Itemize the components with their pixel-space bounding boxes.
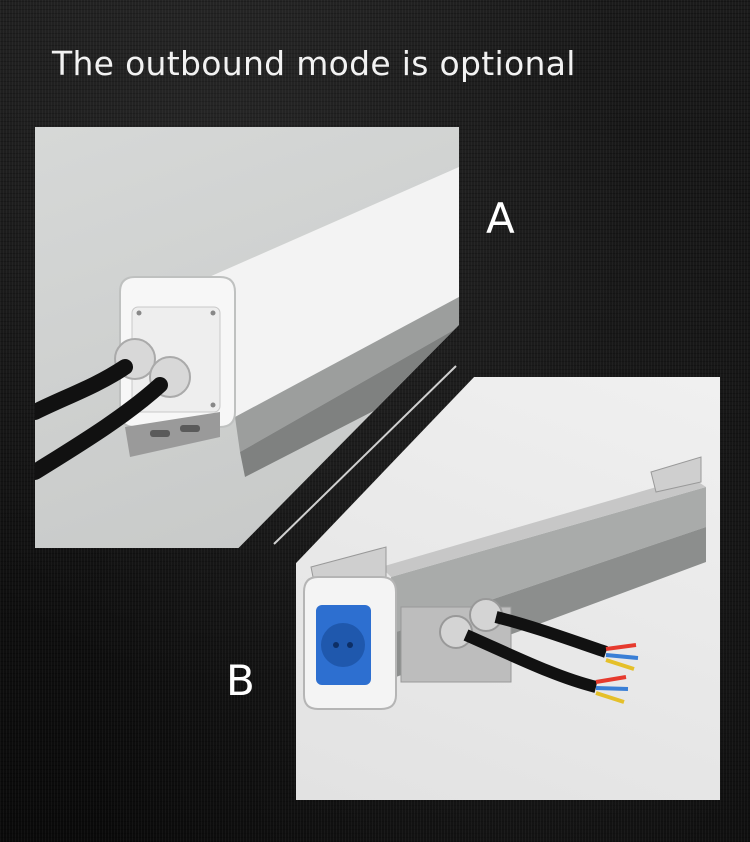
photo-panel-b: [296, 377, 720, 800]
light-fixture-b-illustration: [303, 456, 706, 710]
label-b: B: [226, 656, 255, 705]
page-heading: The outbound mode is optional: [52, 44, 576, 83]
label-a: A: [486, 194, 515, 243]
photo-panel-a: [35, 127, 459, 548]
